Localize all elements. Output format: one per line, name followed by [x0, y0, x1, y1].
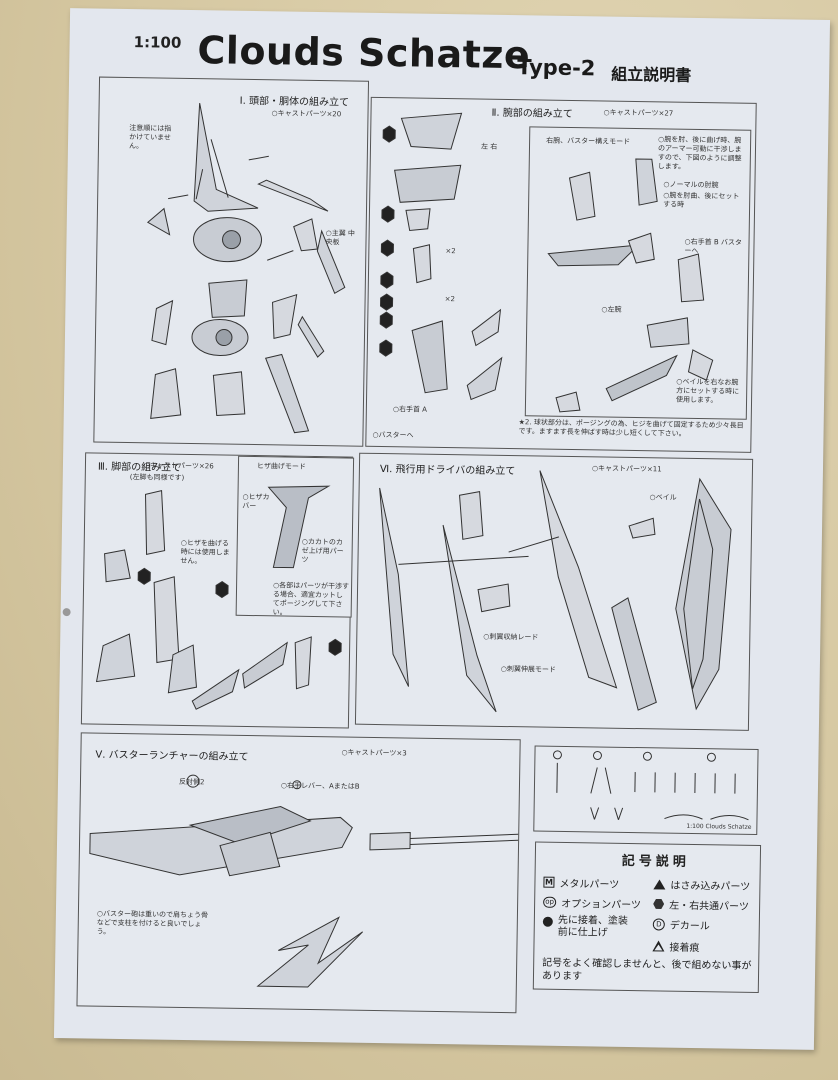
warning-triangle-icon	[652, 940, 664, 951]
legend-insert: はさみ込みパーツ	[653, 876, 750, 893]
sheet-subtitle: 組立説明書	[611, 64, 692, 85]
runner-diagram	[552, 750, 749, 821]
legend-label: メタルパーツ	[559, 878, 620, 891]
legend-warning: 記号をよく確認しませんと、後で組めない事があります	[541, 957, 752, 983]
section-head-body: Ⅰ. 頭部・胴体の組み立て ○キャストパーツ×20 注意順には指かけていません。…	[93, 76, 370, 447]
legend-title: 記号説明	[621, 853, 690, 870]
kit-title: Clouds Schatze	[197, 28, 531, 78]
legend-metal: M メタルパーツ	[543, 875, 619, 891]
kit-type: Type-2	[517, 55, 596, 81]
scale-label: 1:100	[133, 33, 182, 52]
buster-pose-box: 右腕、バスター構えモード ○腕を肘、後に曲げ時、腕のアーマー可動に干渉しますので…	[524, 126, 752, 420]
legend-paint: 先に接着、塗装前に仕上げ	[542, 914, 632, 940]
leg-diagram	[95, 489, 342, 710]
knee-mode-box: ヒザ曲げモード ○ヒザカバー ○カカトのカゼ上げ用パーツ ○各部はパーツが干渉す…	[235, 455, 355, 618]
option-icon: op	[543, 896, 557, 908]
metal-icon: M	[543, 876, 555, 888]
legend-glue: 接着痕	[652, 938, 699, 954]
arm-parts-diagram	[379, 112, 503, 401]
buster-pose-diagram	[547, 158, 714, 413]
decal-icon: D	[652, 917, 665, 931]
legend-label: はさみ込みパーツ	[670, 880, 751, 893]
legend-label: オプションパーツ	[561, 898, 642, 912]
section-legs: Ⅲ. 脚部の組み立て (左脚も同様です) ○キャストパーツ×26 ○ヒザを曲げる…	[80, 452, 355, 729]
triangle-icon	[653, 878, 666, 890]
knee-diagram	[267, 485, 331, 569]
label: ○バスターへ	[372, 430, 414, 440]
legend-label: 先に接着、塗装前に仕上げ	[557, 914, 628, 939]
section-arms: Ⅱ. 腕部の組み立て ○キャストパーツ×27 左 右 ×2 ×2 右腕、バスター…	[365, 96, 757, 453]
head-body-diagram	[146, 103, 346, 434]
section-flight-driver: Ⅵ. 飛行用ドライバの組み立て ○キャストパーツ×11 ○ベイル ○刺翼収納レー…	[354, 452, 754, 731]
footnote: ★2. 球状部分は、ポージングの為、ヒジを曲げて固定するため少々長目です。ますま…	[518, 418, 744, 438]
punch-hole	[62, 608, 71, 617]
dot-icon	[542, 916, 553, 927]
cast-count: ○キャストパーツ×27	[603, 108, 674, 118]
symbol-legend: 記号説明 M メタルパーツ はさみ込みパーツ op オプションパーツ 左・右共通…	[532, 841, 762, 994]
section-buster-launcher: Ⅴ. バスターランチャーの組み立て ○キャストパーツ×3 反対側2 ○右手レバー…	[76, 732, 521, 1014]
flight-driver-diagram	[379, 470, 732, 713]
instruction-sheet: 1:100 Clouds Schatze Type-2 組立説明書 Ⅰ. 頭部・…	[53, 8, 831, 1050]
hexagon-icon	[653, 898, 664, 909]
legend-common: 左・右共通パーツ	[653, 896, 749, 913]
legend-label: 接着痕	[669, 942, 700, 955]
legend-label: 左・右共通パーツ	[669, 900, 749, 913]
buster-launcher-diagram	[89, 774, 519, 988]
legend-option: op オプションパーツ	[543, 895, 642, 912]
legend-label: デカール	[669, 920, 710, 933]
runner-sheet: 1:100 Clouds Schatze	[533, 745, 759, 835]
legend-decal: D デカール	[652, 916, 710, 933]
